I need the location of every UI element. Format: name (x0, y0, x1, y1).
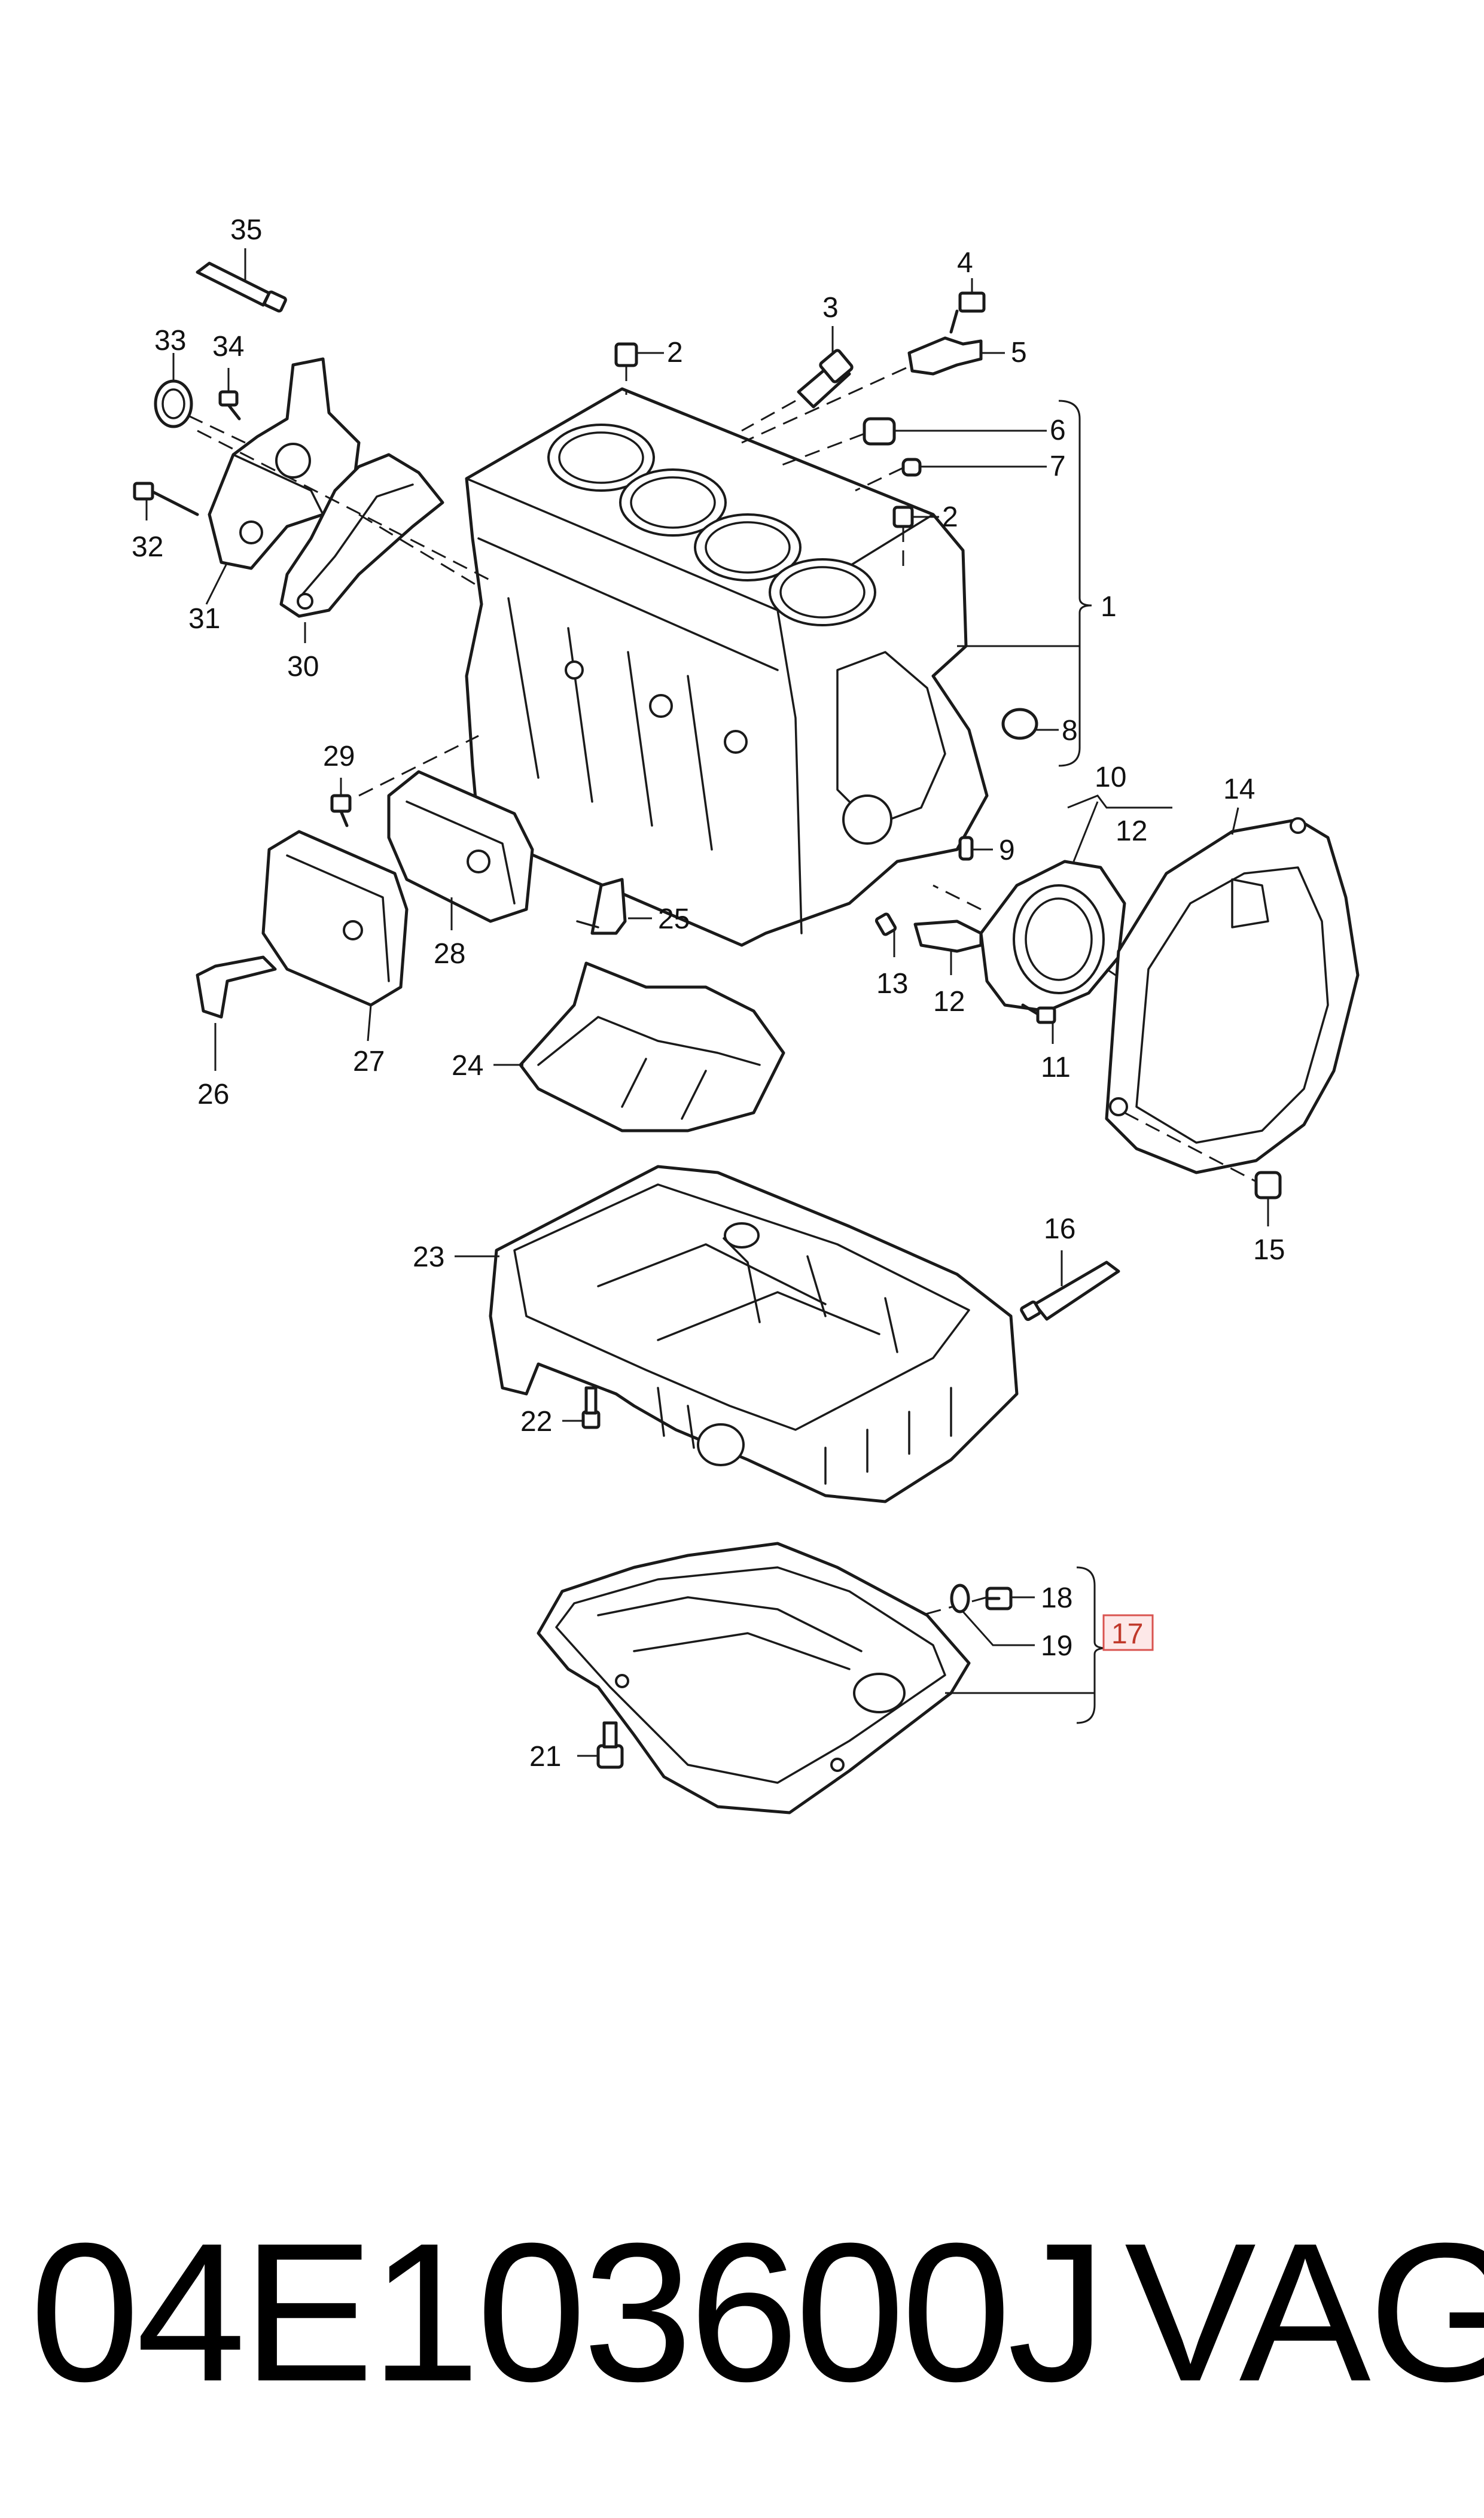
part-number: 04E103600J (30, 2202, 1106, 2422)
part-2-right (892, 506, 939, 568)
callout-21: 21 (529, 1741, 561, 1773)
part-6-plug (777, 417, 1047, 468)
callout-4: 4 (957, 247, 973, 279)
part-11-bolt (1021, 1003, 1056, 1044)
engine-block (465, 387, 989, 947)
bracket-1 (1058, 400, 1092, 767)
part-28-cover (387, 770, 534, 930)
part-31-bracket (205, 357, 361, 605)
assembly-line-33 (197, 430, 491, 581)
part-23-upper-oil-pan (455, 1165, 1019, 1503)
part-13-pin (874, 912, 897, 957)
part-24-baffle (493, 961, 785, 1132)
part-30-gasket (279, 453, 444, 643)
part-35-sealant-tube (196, 248, 287, 313)
callout-labels: 35 33 34 32 31 30 2 3 4 5 6 7 2 1 8 10 1… (132, 214, 1285, 1773)
callout-22: 22 (520, 1406, 552, 1438)
callout-10: 10 (1095, 762, 1126, 793)
callout-12a: 12 (1116, 815, 1147, 847)
part-16-sealant-tube (1020, 1250, 1120, 1322)
part-15-pin (1124, 1112, 1282, 1226)
callout-32: 32 (132, 531, 163, 563)
callout-30: 30 (287, 651, 319, 683)
part-10-seal-flange (933, 860, 1126, 1013)
brand-label: VAG (1125, 2202, 1484, 2422)
part-9-pin (958, 836, 993, 861)
callout-2b: 2 (942, 501, 958, 533)
callout-12b: 12 (933, 986, 965, 1018)
callout-26: 26 (197, 1079, 229, 1110)
callout-35: 35 (230, 214, 262, 246)
callout-33: 33 (154, 325, 186, 357)
part-32-bolt (133, 482, 199, 520)
bracket-10-12 (1067, 794, 1172, 809)
part-33-seal (154, 353, 246, 444)
callout-2a: 2 (667, 337, 683, 369)
part-3-plug (741, 326, 854, 432)
part-5-sensor (741, 336, 1005, 444)
callout-18: 18 (1041, 1582, 1072, 1614)
callout-29: 29 (323, 741, 355, 772)
callout-9: 9 (999, 835, 1015, 866)
callout-17: 17 (1111, 1618, 1143, 1650)
callout-7: 7 (1050, 450, 1066, 482)
callout-3: 3 (822, 292, 839, 324)
part-34-bolt (218, 368, 241, 421)
callout-17-highlight[interactable]: 17 (1102, 1614, 1154, 1651)
part-14-gasket (1105, 807, 1360, 1174)
callout-24: 24 (452, 1050, 483, 1082)
part-22-bolt (562, 1386, 601, 1429)
callout-15: 15 (1253, 1234, 1285, 1266)
callout-25: 25 (658, 903, 690, 935)
callout-8: 8 (1062, 715, 1078, 747)
part-21-bolt (577, 1721, 624, 1769)
part-7-plug (855, 458, 1047, 492)
part-19-seal-ring (950, 1584, 1035, 1646)
callout-16: 16 (1044, 1213, 1075, 1245)
part-4-bolt (949, 278, 986, 334)
part-8-plug (1001, 708, 1059, 740)
part-2-top (614, 342, 664, 395)
callout-13: 13 (876, 968, 908, 1000)
callout-34: 34 (212, 331, 244, 363)
callout-31: 31 (188, 603, 220, 635)
part-27-separator (261, 830, 409, 1042)
callout-1: 1 (1101, 591, 1117, 623)
part-25-valve (576, 878, 652, 935)
part-12-sensor (913, 919, 983, 975)
callout-6: 6 (1050, 415, 1066, 446)
callout-23: 23 (413, 1241, 444, 1273)
bracket-17 (1076, 1566, 1107, 1724)
callout-28: 28 (434, 938, 465, 970)
callout-14: 14 (1223, 774, 1255, 805)
callout-5: 5 (1011, 337, 1027, 369)
part-29-bolt (330, 735, 479, 827)
exploded-parts-diagram: 35 33 34 32 31 30 2 3 4 5 6 7 2 1 8 10 1… (132, 214, 1360, 1814)
callout-27: 27 (353, 1046, 385, 1077)
callout-19: 19 (1041, 1630, 1072, 1662)
callout-11: 11 (1041, 1052, 1071, 1083)
part-18-drain-plug (921, 1587, 1035, 1616)
part-26-hose (196, 955, 277, 1071)
part-17-oil-pan (537, 1542, 971, 1814)
